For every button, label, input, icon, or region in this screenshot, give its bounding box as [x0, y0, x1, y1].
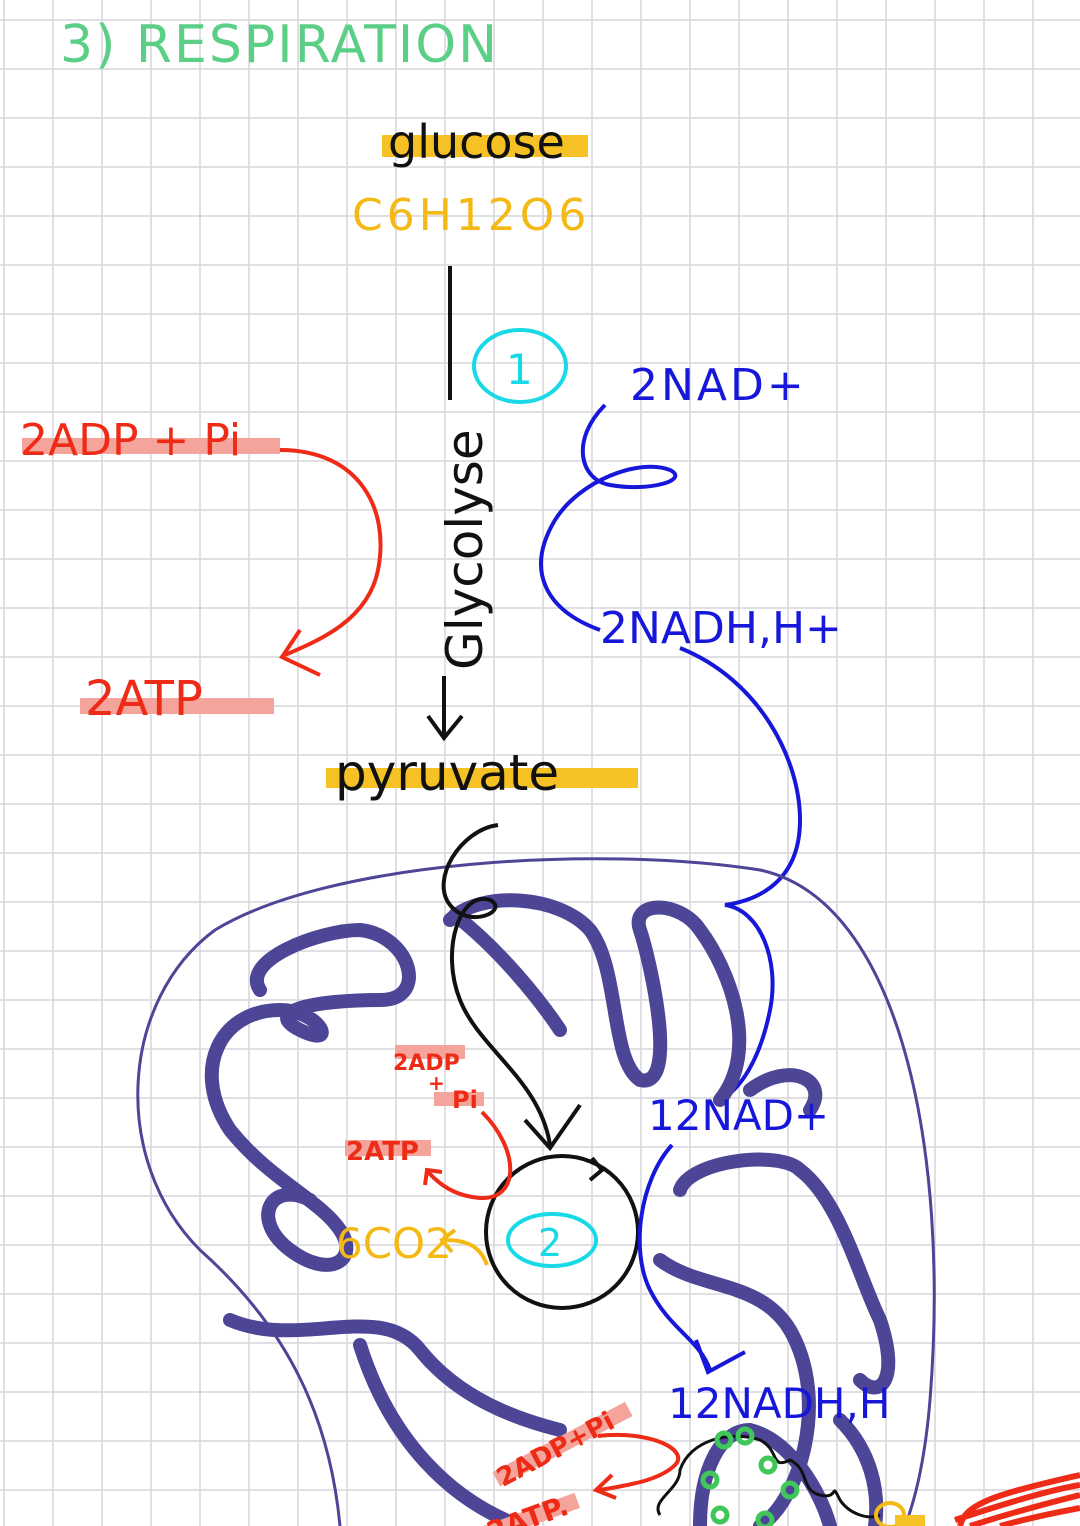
glucose-highlight — [382, 135, 588, 157]
chain-adp-highlight — [492, 1401, 633, 1487]
arrow-head-icon — [279, 628, 321, 677]
nadh-label: 2NADH,H+ — [600, 603, 842, 654]
protein-dot — [758, 1455, 778, 1475]
pyruvate-label: pyruvate — [335, 744, 559, 802]
krebs-nad-label: 12NAD+ — [648, 1091, 829, 1140]
arrow-head-icon — [592, 1473, 617, 1500]
krebs-plus: + — [428, 1071, 445, 1095]
nadh-transfer-line — [679, 646, 803, 1102]
arrow-down-icon — [426, 714, 464, 742]
glucose-formula: C6H12O6 — [352, 190, 590, 241]
protein-dot — [700, 1470, 720, 1490]
page-title: 3) RESPIRATION — [60, 15, 499, 75]
atp-arrow — [279, 448, 383, 657]
protein-dot — [755, 1510, 775, 1526]
krebs-atp-label: 2ATP — [346, 1137, 419, 1167]
membrane-proteins — [700, 1426, 800, 1526]
co2-arrow — [444, 1238, 489, 1266]
chain-atp-highlight — [480, 1492, 580, 1526]
step-1-circle — [472, 328, 568, 404]
step-2-number: 2 — [538, 1221, 562, 1265]
chain-atp-arrow — [597, 1432, 680, 1492]
chain-atp-label: 2ATP. — [483, 1489, 573, 1526]
step-2-circle — [506, 1212, 598, 1268]
krebs-nadh-label: 12NADH,H — [668, 1379, 890, 1428]
pyruvate-highlight — [326, 768, 638, 788]
nad-arrow — [539, 403, 678, 632]
co2-label: 6CO2 — [336, 1219, 452, 1268]
arrow-head-icon — [439, 1228, 457, 1254]
step-1-number: 1 — [506, 345, 533, 394]
krebs-adp-label: 2ADP — [393, 1051, 460, 1076]
protein-dot — [710, 1505, 730, 1525]
arrow-head-icon — [523, 1103, 582, 1152]
protein-dot — [735, 1426, 755, 1446]
krebs-atp-arrow — [426, 1110, 513, 1201]
krebs-pi-label: Pi — [452, 1086, 478, 1114]
red-scribble-icon — [954, 1472, 1080, 1526]
atp-highlight — [80, 698, 274, 714]
outer-membrane — [136, 857, 936, 1526]
pyruvate-arrow — [441, 823, 552, 1146]
krebs-adp-highlight — [395, 1045, 465, 1059]
adp-pi-label: 2ADP + Pi — [20, 415, 241, 466]
glucose-label: glucose — [388, 115, 565, 169]
krebs-nad-arrow — [637, 1143, 712, 1371]
adp-highlight — [22, 438, 280, 454]
cycle-arrow-icon — [588, 1156, 605, 1182]
glycolysis-label: Glycolyse — [436, 429, 494, 670]
atp-label: 2ATP — [85, 671, 203, 727]
protein-dot — [780, 1480, 800, 1500]
krebs-atp-highlight — [345, 1140, 431, 1156]
nad-label: 2NAD+ — [630, 360, 807, 411]
electron-path — [656, 1434, 881, 1519]
arrow-head-icon — [423, 1167, 443, 1186]
protein-dot — [714, 1430, 734, 1450]
arrow-head-icon — [694, 1339, 746, 1375]
atp-synthase-base — [895, 1515, 925, 1526]
krebs-pi-highlight — [434, 1092, 484, 1106]
